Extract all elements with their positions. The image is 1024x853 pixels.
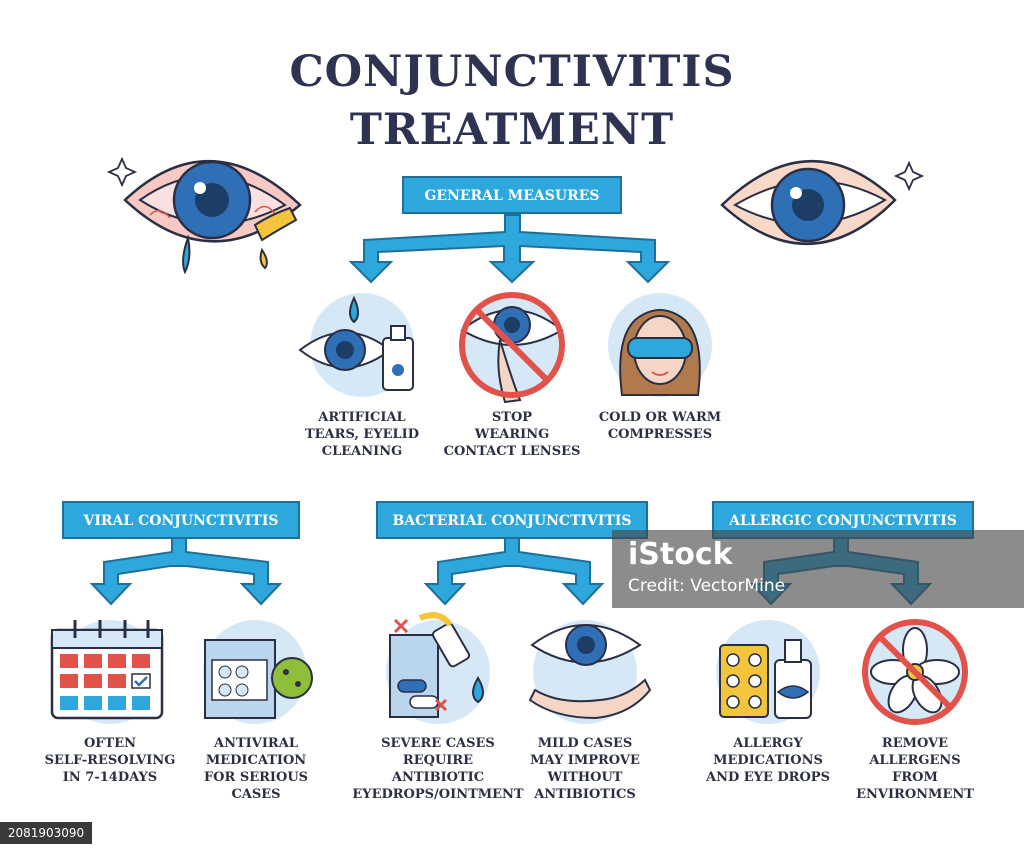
viral-header: VIRAL CONJUNCTIVITIS [62, 501, 300, 539]
inflamed-eye-icon [106, 156, 302, 275]
watermark-band [612, 530, 1024, 608]
healing-eye-icon [528, 624, 652, 720]
general-measures-header: GENERAL MEASURES [402, 176, 622, 214]
calendar-icon [50, 620, 164, 720]
antibiotics-icon [389, 612, 484, 718]
viral-arrows [89, 537, 283, 606]
no-flower-icon [862, 619, 968, 725]
no-contact-lens-icon [459, 292, 565, 404]
eye-drops-icon [298, 295, 414, 391]
bacterial-arrows [423, 537, 605, 606]
general-arrows [348, 214, 671, 284]
watermark-brand: iStock [628, 537, 733, 572]
title-line-1: CONJUNCTIVITIS [289, 47, 735, 97]
image-id-badge: 2081903090 [0, 822, 92, 844]
healthy-eye-icon [720, 160, 925, 245]
eye-mask-icon [619, 309, 701, 396]
allergy-meds-icon [719, 639, 812, 719]
antiviral-pills-icon [204, 639, 313, 719]
title-line-2: TREATMENT [349, 105, 675, 155]
bacterial-header: BACTERIAL CONJUNCTIVITIS [376, 501, 648, 539]
watermark-credit: Credit: VectorMine [628, 576, 786, 596]
